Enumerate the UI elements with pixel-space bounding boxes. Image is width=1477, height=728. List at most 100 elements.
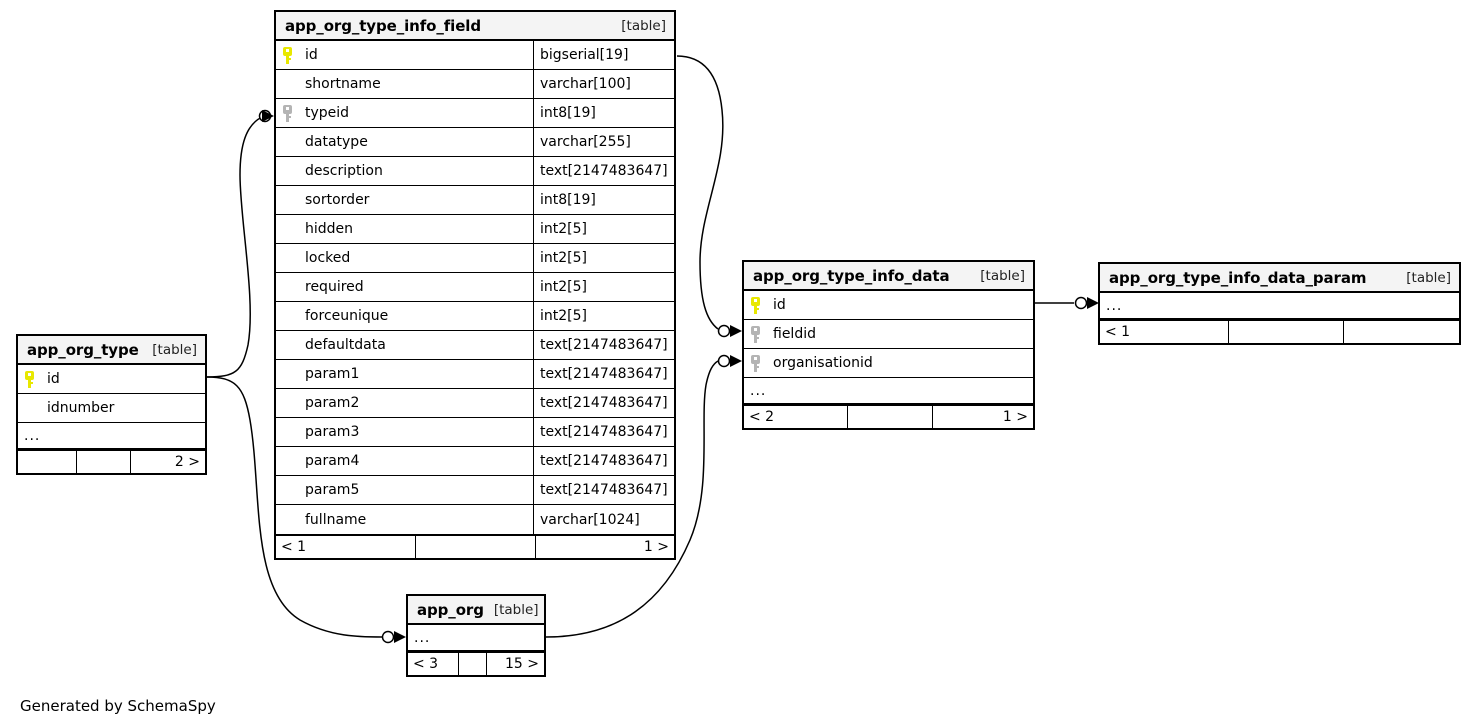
table-columns: id bigserial[19] shortname varchar[100] type… — [276, 41, 674, 534]
column-name: param2 — [305, 395, 360, 411]
table-kind-label: [table] — [152, 341, 197, 358]
more-columns-ellipsis[interactable]: ... — [408, 625, 544, 651]
column-type-cell: text[2147483647] — [533, 418, 674, 446]
table-kind-label: [table] — [980, 267, 1025, 284]
table-title: app_org_type_info_field — [285, 16, 481, 35]
column-name: defaultdata — [305, 337, 386, 353]
foreign-key-icon — [751, 354, 760, 372]
table-kind-label: [table] — [1406, 269, 1451, 286]
table-row[interactable]: idnumber — [18, 394, 205, 423]
column-name: fullname — [305, 511, 367, 528]
column-type: int2[5] — [540, 308, 587, 324]
column-type-cell: varchar[255] — [533, 128, 674, 156]
table-row[interactable]: typeid int8[19] — [276, 99, 674, 128]
column-name-cell: param5 — [276, 476, 533, 504]
footer-middle — [415, 536, 535, 558]
table-row[interactable]: datatype varchar[255] — [276, 128, 674, 157]
column-type-cell: varchar[100] — [533, 70, 674, 98]
column-type: text[2147483647] — [540, 337, 668, 353]
column-type: varchar[255] — [540, 134, 631, 150]
table-row[interactable]: id bigserial[19] — [276, 41, 674, 70]
primary-key-icon — [283, 46, 292, 64]
column-name: param1 — [305, 366, 360, 382]
edge-orgtype-to-field-typeid — [206, 109, 274, 378]
more-columns-ellipsis[interactable]: ... — [18, 423, 205, 449]
footer-middle — [458, 653, 486, 675]
column-name-cell: shortname — [276, 70, 533, 98]
edge-field-id-to-data-fieldid — [676, 55, 742, 338]
column-type-cell: int8[19] — [533, 99, 674, 127]
table-row[interactable]: hidden int2[5] — [276, 215, 674, 244]
column-name-cell: idnumber — [18, 394, 205, 422]
column-name-cell: fieldid — [744, 320, 1033, 348]
footer-middle — [847, 406, 932, 428]
table-row[interactable]: id — [18, 365, 205, 394]
foreign-key-icon — [283, 104, 292, 122]
table-row[interactable]: id — [744, 291, 1033, 320]
table-footer: < 1 — [1100, 319, 1459, 343]
column-name: forceunique — [305, 308, 389, 324]
key-slot — [751, 354, 773, 372]
column-type: varchar[100] — [540, 76, 631, 92]
footer-left: < 2 — [749, 409, 775, 425]
foreign-key-icon — [751, 325, 760, 343]
primary-key-icon — [25, 370, 34, 388]
column-name: typeid — [305, 105, 350, 121]
table-app-org[interactable]: app_org [table] ... < 3 15 > — [406, 594, 546, 677]
column-name: param4 — [305, 453, 360, 469]
column-name-cell: locked — [276, 244, 533, 272]
table-title: app_org — [417, 600, 484, 619]
table-row[interactable]: fieldid — [744, 320, 1033, 349]
column-name-cell: param1 — [276, 360, 533, 388]
more-columns-ellipsis[interactable]: ... — [744, 378, 1033, 404]
column-name-cell: id — [276, 41, 533, 69]
table-row[interactable]: defaultdata text[2147483647] — [276, 331, 674, 360]
column-type-cell: text[2147483647] — [533, 476, 674, 504]
column-type: text[2147483647] — [540, 163, 668, 179]
column-type: int8[19] — [540, 105, 596, 121]
column-name-cell: typeid — [276, 99, 533, 127]
column-name-cell: param3 — [276, 418, 533, 446]
table-app-org-type-info-data-param[interactable]: app_org_type_info_data_param [table] ...… — [1098, 262, 1461, 345]
table-kind-label: [table] — [493, 601, 539, 618]
column-type-cell: text[2147483647] — [533, 331, 674, 359]
column-type: int2[5] — [540, 221, 587, 237]
column-name: shortname — [305, 76, 381, 92]
table-title: app_org_type — [27, 340, 139, 359]
column-name-cell: forceunique — [276, 302, 533, 330]
key-slot — [283, 46, 305, 64]
column-type: bigserial[19] — [540, 47, 629, 63]
table-row[interactable]: param3 text[2147483647] — [276, 418, 674, 447]
table-row[interactable]: shortname varchar[100] — [276, 70, 674, 99]
column-name: organisationid — [773, 355, 873, 371]
column-name-cell: hidden — [276, 215, 533, 243]
column-name: datatype — [305, 134, 368, 150]
table-row[interactable]: organisationid — [744, 349, 1033, 378]
table-title: app_org_type_info_data_param — [1109, 268, 1367, 287]
footer-right: 1 > — [535, 536, 674, 558]
table-header: app_org_type [table] — [18, 336, 205, 365]
column-name-cell: organisationid — [744, 349, 1033, 377]
footer-right: 15 > — [486, 653, 544, 675]
column-name: param3 — [305, 424, 360, 440]
key-slot — [25, 370, 47, 388]
table-row[interactable]: forceunique int2[5] — [276, 302, 674, 331]
more-columns-ellipsis[interactable]: ... — [1100, 293, 1459, 319]
column-type: int8[19] — [540, 192, 596, 208]
column-type-cell: int2[5] — [533, 215, 674, 243]
